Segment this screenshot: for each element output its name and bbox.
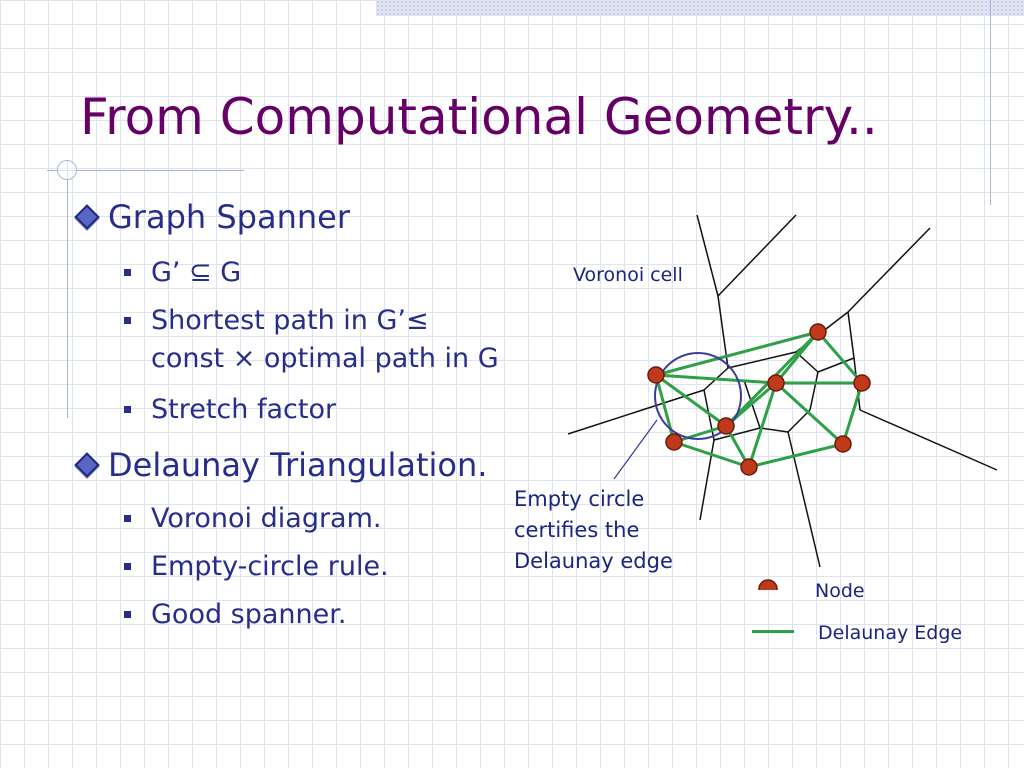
- sub-bullet-text: Stretch factor: [151, 394, 337, 425]
- node: [853, 374, 871, 392]
- node: [665, 433, 683, 451]
- square-bullet-icon: [124, 317, 131, 324]
- delaunay-edge: [747, 382, 778, 468]
- node: [834, 435, 852, 453]
- voronoi-edges: [567, 214, 998, 568]
- voronoi-edge: [859, 409, 998, 471]
- decorative-line-left: [67, 160, 68, 418]
- diamond-bullet-icon: [74, 452, 100, 478]
- delaunay-edge: [841, 382, 864, 445]
- legend-edge-icon: [752, 630, 794, 633]
- voronoi-edge: [817, 357, 855, 373]
- bullet-text: Delaunay Triangulation.: [108, 446, 488, 484]
- voronoi-edge: [809, 371, 819, 411]
- sub-bullet-text: G’ ⊆ G: [151, 257, 242, 288]
- square-bullet-icon: [124, 515, 131, 522]
- bullet-graph-spanner: Graph Spanner: [72, 198, 350, 236]
- legend-node-label: Node: [815, 580, 865, 602]
- voronoi-edge: [787, 431, 821, 568]
- voronoi-edge: [696, 214, 719, 297]
- square-bullet-icon: [124, 269, 131, 276]
- square-bullet-icon: [124, 406, 131, 413]
- voronoi-edge: [717, 214, 797, 297]
- delaunay-edge: [816, 331, 864, 384]
- node: [809, 323, 827, 341]
- legend-node-icon: [758, 579, 778, 590]
- voronoi-edge: [847, 227, 931, 313]
- voronoi-edge: [727, 351, 797, 369]
- delaunay-edge: [655, 373, 727, 428]
- delaunay-edge: [774, 381, 845, 446]
- sub-bullet-text: Empty-circle rule.: [151, 551, 389, 582]
- decorative-line-right: [990, 0, 991, 205]
- voronoi-delaunay-diagram: [567, 214, 998, 590]
- sub-bullet-text: Good spanner.: [151, 599, 347, 630]
- top-decoration-band: [376, 0, 1024, 16]
- sub-bullet: Empty-circle rule.: [124, 548, 389, 586]
- voronoi-cell-label: Voronoi cell: [573, 264, 683, 286]
- square-bullet-icon: [124, 611, 131, 618]
- node: [647, 366, 665, 384]
- node: [717, 417, 735, 435]
- bullet-text: Graph Spanner: [108, 198, 350, 236]
- voronoi-edge: [567, 389, 705, 435]
- delaunay-edge: [655, 373, 777, 385]
- nodes: [647, 323, 871, 476]
- delaunay-edge: [673, 440, 750, 469]
- sub-bullet: Shortest path in G’≤ const × optimal pat…: [124, 302, 499, 378]
- node: [740, 458, 758, 476]
- node: [767, 374, 785, 392]
- delaunay-edge: [655, 330, 819, 377]
- square-bullet-icon: [124, 563, 131, 570]
- sub-bullet: G’ ⊆ G: [124, 254, 241, 292]
- delaunay-edge: [654, 374, 676, 443]
- empty-circle-caption: Empty circle certifies the Delaunay edge: [514, 487, 673, 573]
- voronoi-edge: [759, 427, 789, 433]
- bullet-delaunay-triangulation: Delaunay Triangulation.: [72, 446, 487, 484]
- decorative-circle: [57, 160, 77, 180]
- sub-bullet: Voronoi diagram.: [124, 500, 382, 538]
- legend-edge-label: Delaunay Edge: [818, 622, 963, 644]
- delaunay-edge: [774, 331, 820, 384]
- delaunay-edge: [673, 424, 727, 444]
- sub-bullet: Good spanner.: [124, 596, 346, 634]
- sub-bullet-text: Voronoi diagram.: [151, 503, 382, 534]
- empty-circle: [654, 352, 742, 440]
- decorative-line-horizontal: [47, 170, 244, 171]
- voronoi-edge: [847, 311, 855, 359]
- voronoi-edge: [787, 409, 811, 433]
- sub-bullet-text: Shortest path in G’≤ const × optimal pat…: [151, 305, 499, 374]
- delaunay-edge: [748, 442, 844, 469]
- diamond-bullet-icon: [74, 204, 100, 230]
- sub-bullet: Stretch factor: [124, 391, 336, 429]
- slide-title: From Computational Geometry..: [80, 88, 878, 146]
- delaunay-edges: [654, 330, 864, 469]
- voronoi-edge: [713, 427, 761, 441]
- caption-pointer-line: [613, 419, 658, 480]
